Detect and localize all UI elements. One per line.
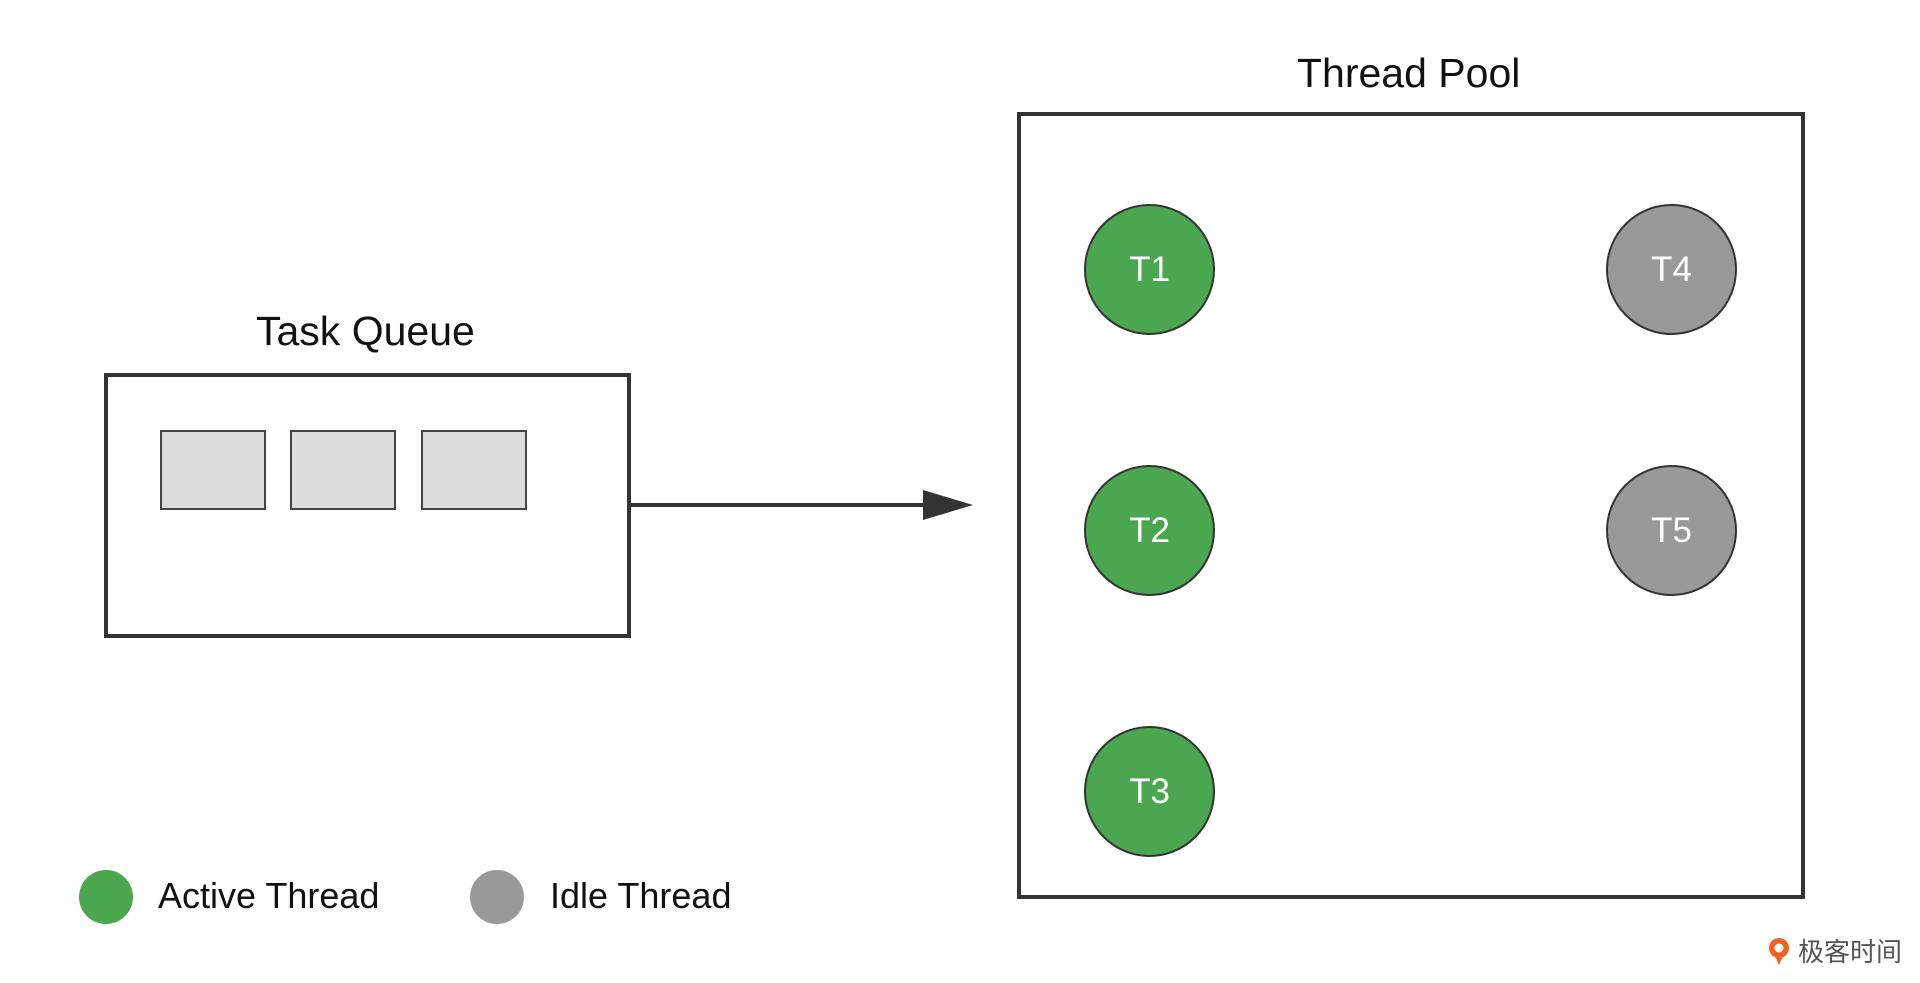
legend-idle-swatch [470, 870, 524, 924]
thread-idle: T5 [1606, 465, 1737, 596]
legend-active-label: Active Thread [158, 875, 380, 916]
task-item [421, 430, 527, 510]
legend-active-swatch [79, 870, 133, 924]
thread-pool-title: Thread Pool [1297, 50, 1521, 96]
thread-active: T2 [1084, 465, 1215, 596]
thread-active: T1 [1084, 204, 1215, 335]
watermark-text: 极客时间 [1797, 938, 1902, 968]
watermark: 极客时间 [1766, 932, 1902, 969]
legend-idle-label: Idle Thread [550, 875, 732, 916]
dispatch-arrow [629, 490, 973, 520]
task-item [160, 430, 266, 510]
task-queue-box [104, 373, 631, 638]
task-item [290, 430, 396, 510]
thread-idle: T4 [1606, 204, 1737, 335]
thread-active: T3 [1084, 726, 1215, 857]
task-queue-title: Task Queue [256, 308, 475, 354]
geektime-logo-icon [1768, 937, 1789, 965]
